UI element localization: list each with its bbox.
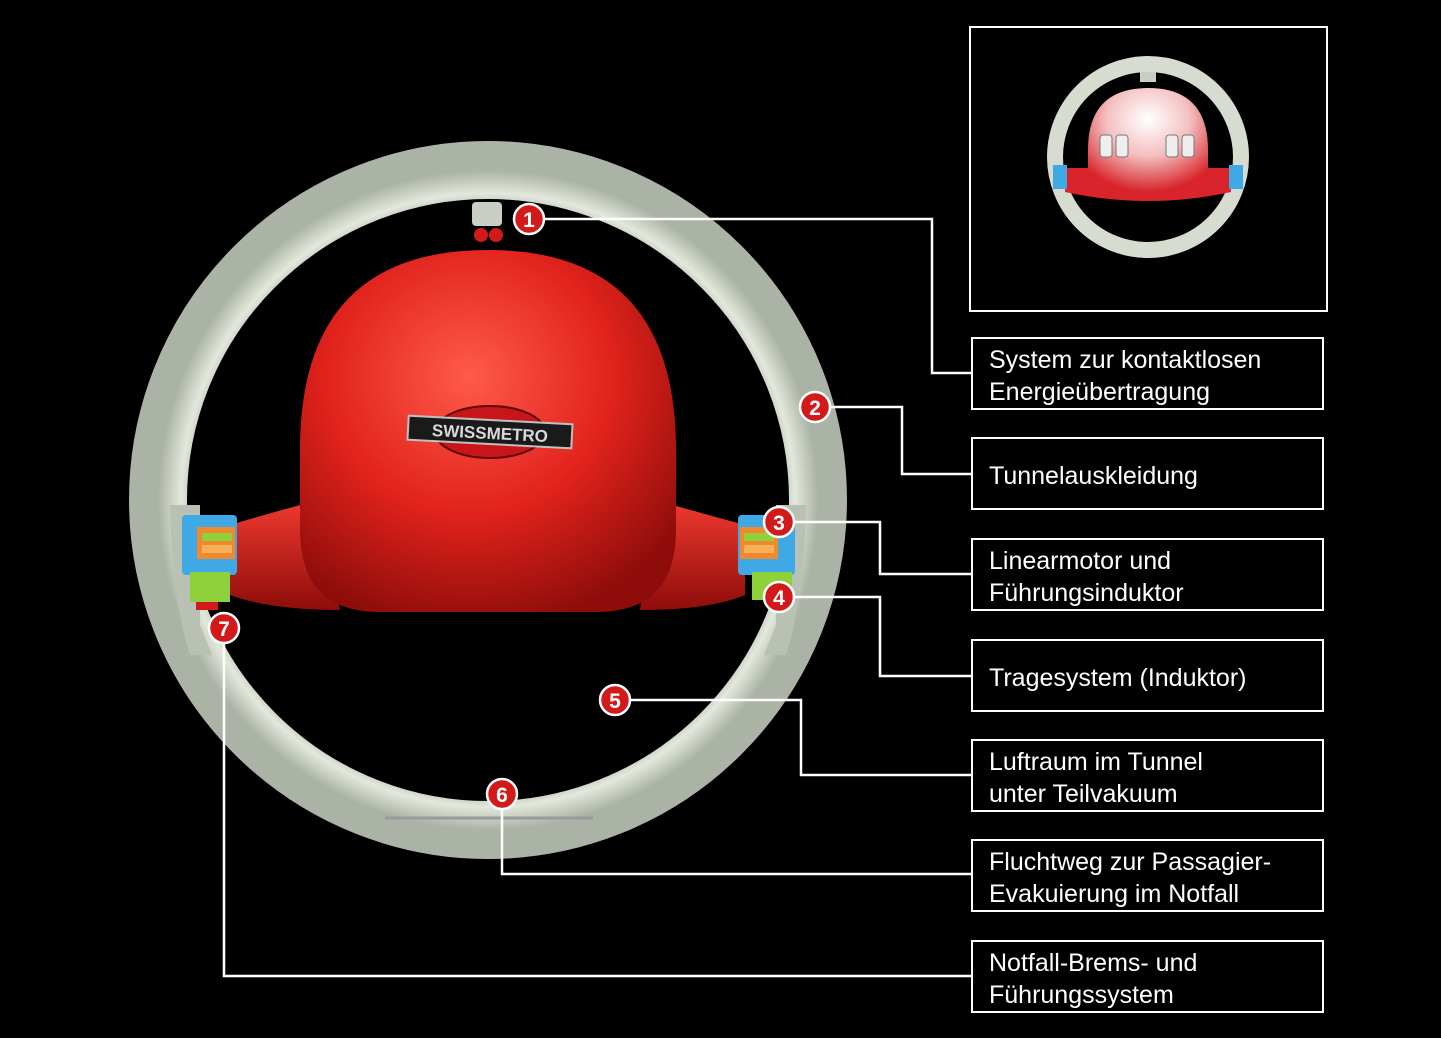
- label-5-line-2: unter Teilvakuum: [989, 780, 1178, 808]
- label-2-line-1: Tunnelauskleidung: [989, 462, 1198, 490]
- energy-transfer-pickup: [472, 202, 502, 226]
- leader-line-6: [500, 794, 971, 876]
- inset-magnet-left: [1053, 165, 1067, 189]
- inset-seat-right-1: [1165, 134, 1179, 158]
- label-7-line-1: Notfall-Brems- und: [989, 949, 1198, 977]
- energy-transfer-dot-left: [474, 228, 488, 242]
- label-5-line-1: Luftraum im Tunnel: [989, 748, 1203, 776]
- label-escape-route: Fluchtweg zur Passagier- Evakuierung im …: [971, 839, 1324, 912]
- marker-4: 4: [762, 580, 796, 614]
- energy-transfer-dot-right: [489, 228, 503, 242]
- marker-3-number: 3: [773, 512, 785, 535]
- label-6-line-2: Evakuierung im Notfall: [989, 880, 1240, 908]
- label-energy-transfer: System zur kontaktlosen Energieübertragu…: [971, 337, 1324, 410]
- inset-capsule: [1088, 88, 1208, 192]
- marker-2-number: 2: [809, 397, 821, 420]
- tunnel-lining-ring: [129, 141, 847, 859]
- label-1-line-1: System zur kontaktlosen: [989, 346, 1262, 374]
- leader-line-2: [815, 405, 971, 476]
- marker-5: 5: [598, 683, 632, 717]
- leader-line-3: [779, 520, 971, 576]
- label-support-system: Tragesystem (Induktor): [971, 639, 1324, 712]
- label-emergency-brake: Notfall-Brems- und Führungssystem: [971, 940, 1324, 1013]
- marker-7-number: 7: [218, 618, 230, 641]
- inset-frame: [969, 26, 1328, 312]
- leader-lines: [222, 217, 971, 978]
- inset-seat-right-2: [1181, 134, 1195, 158]
- inset-pickup: [1140, 72, 1156, 82]
- leader-line-5: [615, 698, 971, 777]
- label-3-line-1: Linearmotor und: [989, 547, 1172, 575]
- leader-line-1: [529, 217, 971, 375]
- label-tunnel-airspace: Luftraum im Tunnel unter Teilvakuum: [971, 739, 1324, 812]
- inset-tunnel-ring: [1047, 56, 1249, 258]
- leader-line-4: [779, 595, 971, 678]
- marker-6: 6: [485, 777, 519, 811]
- marker-1: 1: [512, 202, 546, 236]
- marker-5-number: 5: [609, 690, 621, 713]
- marker-2: 2: [798, 390, 832, 424]
- swissmetro-logo: SWISSMETRO: [406, 405, 574, 459]
- label-1-line-2: Energieübertragung: [989, 378, 1210, 406]
- inset-seat-left-1: [1099, 134, 1113, 158]
- label-3-line-2: Führungsinduktor: [989, 579, 1184, 607]
- marker-4-number: 4: [773, 587, 785, 610]
- marker-3: 3: [762, 505, 796, 539]
- left-magnet-assembly: [182, 515, 237, 610]
- marker-6-number: 6: [496, 784, 508, 807]
- inset-illustration: [1047, 56, 1249, 258]
- inset-seat-left-2: [1115, 134, 1129, 158]
- label-4-line-1: Tragesystem (Induktor): [989, 664, 1247, 692]
- marker-7: 7: [207, 611, 241, 645]
- label-7-line-2: Führungssystem: [989, 981, 1174, 1009]
- label-tunnel-lining: Tunnelauskleidung: [971, 437, 1324, 510]
- leader-line-7: [222, 628, 971, 978]
- label-linear-motor: Linearmotor und Führungsinduktor: [971, 538, 1324, 611]
- inset-magnet-right: [1229, 165, 1243, 189]
- label-6-line-1: Fluchtweg zur Passagier-: [989, 848, 1272, 876]
- marker-1-number: 1: [523, 209, 535, 232]
